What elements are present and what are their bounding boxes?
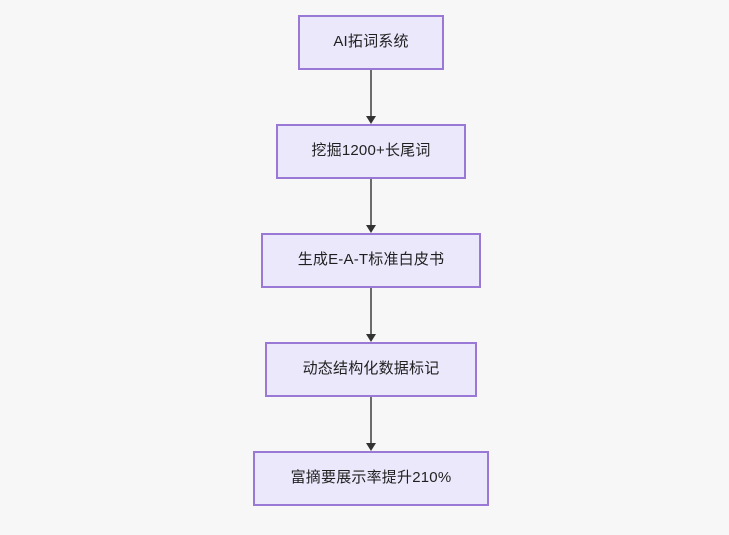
arrow-down-icon [366,225,376,233]
edge-line [370,288,372,335]
flowchart-node-generate-eat-whitepaper[interactable]: 生成E-A-T标准白皮书 [261,233,481,288]
arrow-down-icon [366,116,376,124]
arrow-down-icon [366,443,376,451]
edge-line [370,397,372,444]
node-label: 生成E-A-T标准白皮书 [297,251,445,269]
arrow-down-icon [366,334,376,342]
edge-line [370,179,372,226]
node-label: 富摘要展示率提升210% [290,469,452,487]
flowchart-node-rich-snippet-impression-uplift[interactable]: 富摘要展示率提升210% [253,451,489,506]
node-label: 挖掘1200+长尾词 [311,142,431,160]
flowchart-node-dynamic-structured-data-markup[interactable]: 动态结构化数据标记 [265,342,477,397]
flowchart-node-ai-keyword-system[interactable]: AI拓词系统 [298,15,444,70]
edge-line [370,70,372,117]
node-label: AI拓词系统 [333,33,409,51]
node-label: 动态结构化数据标记 [302,360,440,378]
flowchart-node-mine-longtail-keywords[interactable]: 挖掘1200+长尾词 [276,124,466,179]
